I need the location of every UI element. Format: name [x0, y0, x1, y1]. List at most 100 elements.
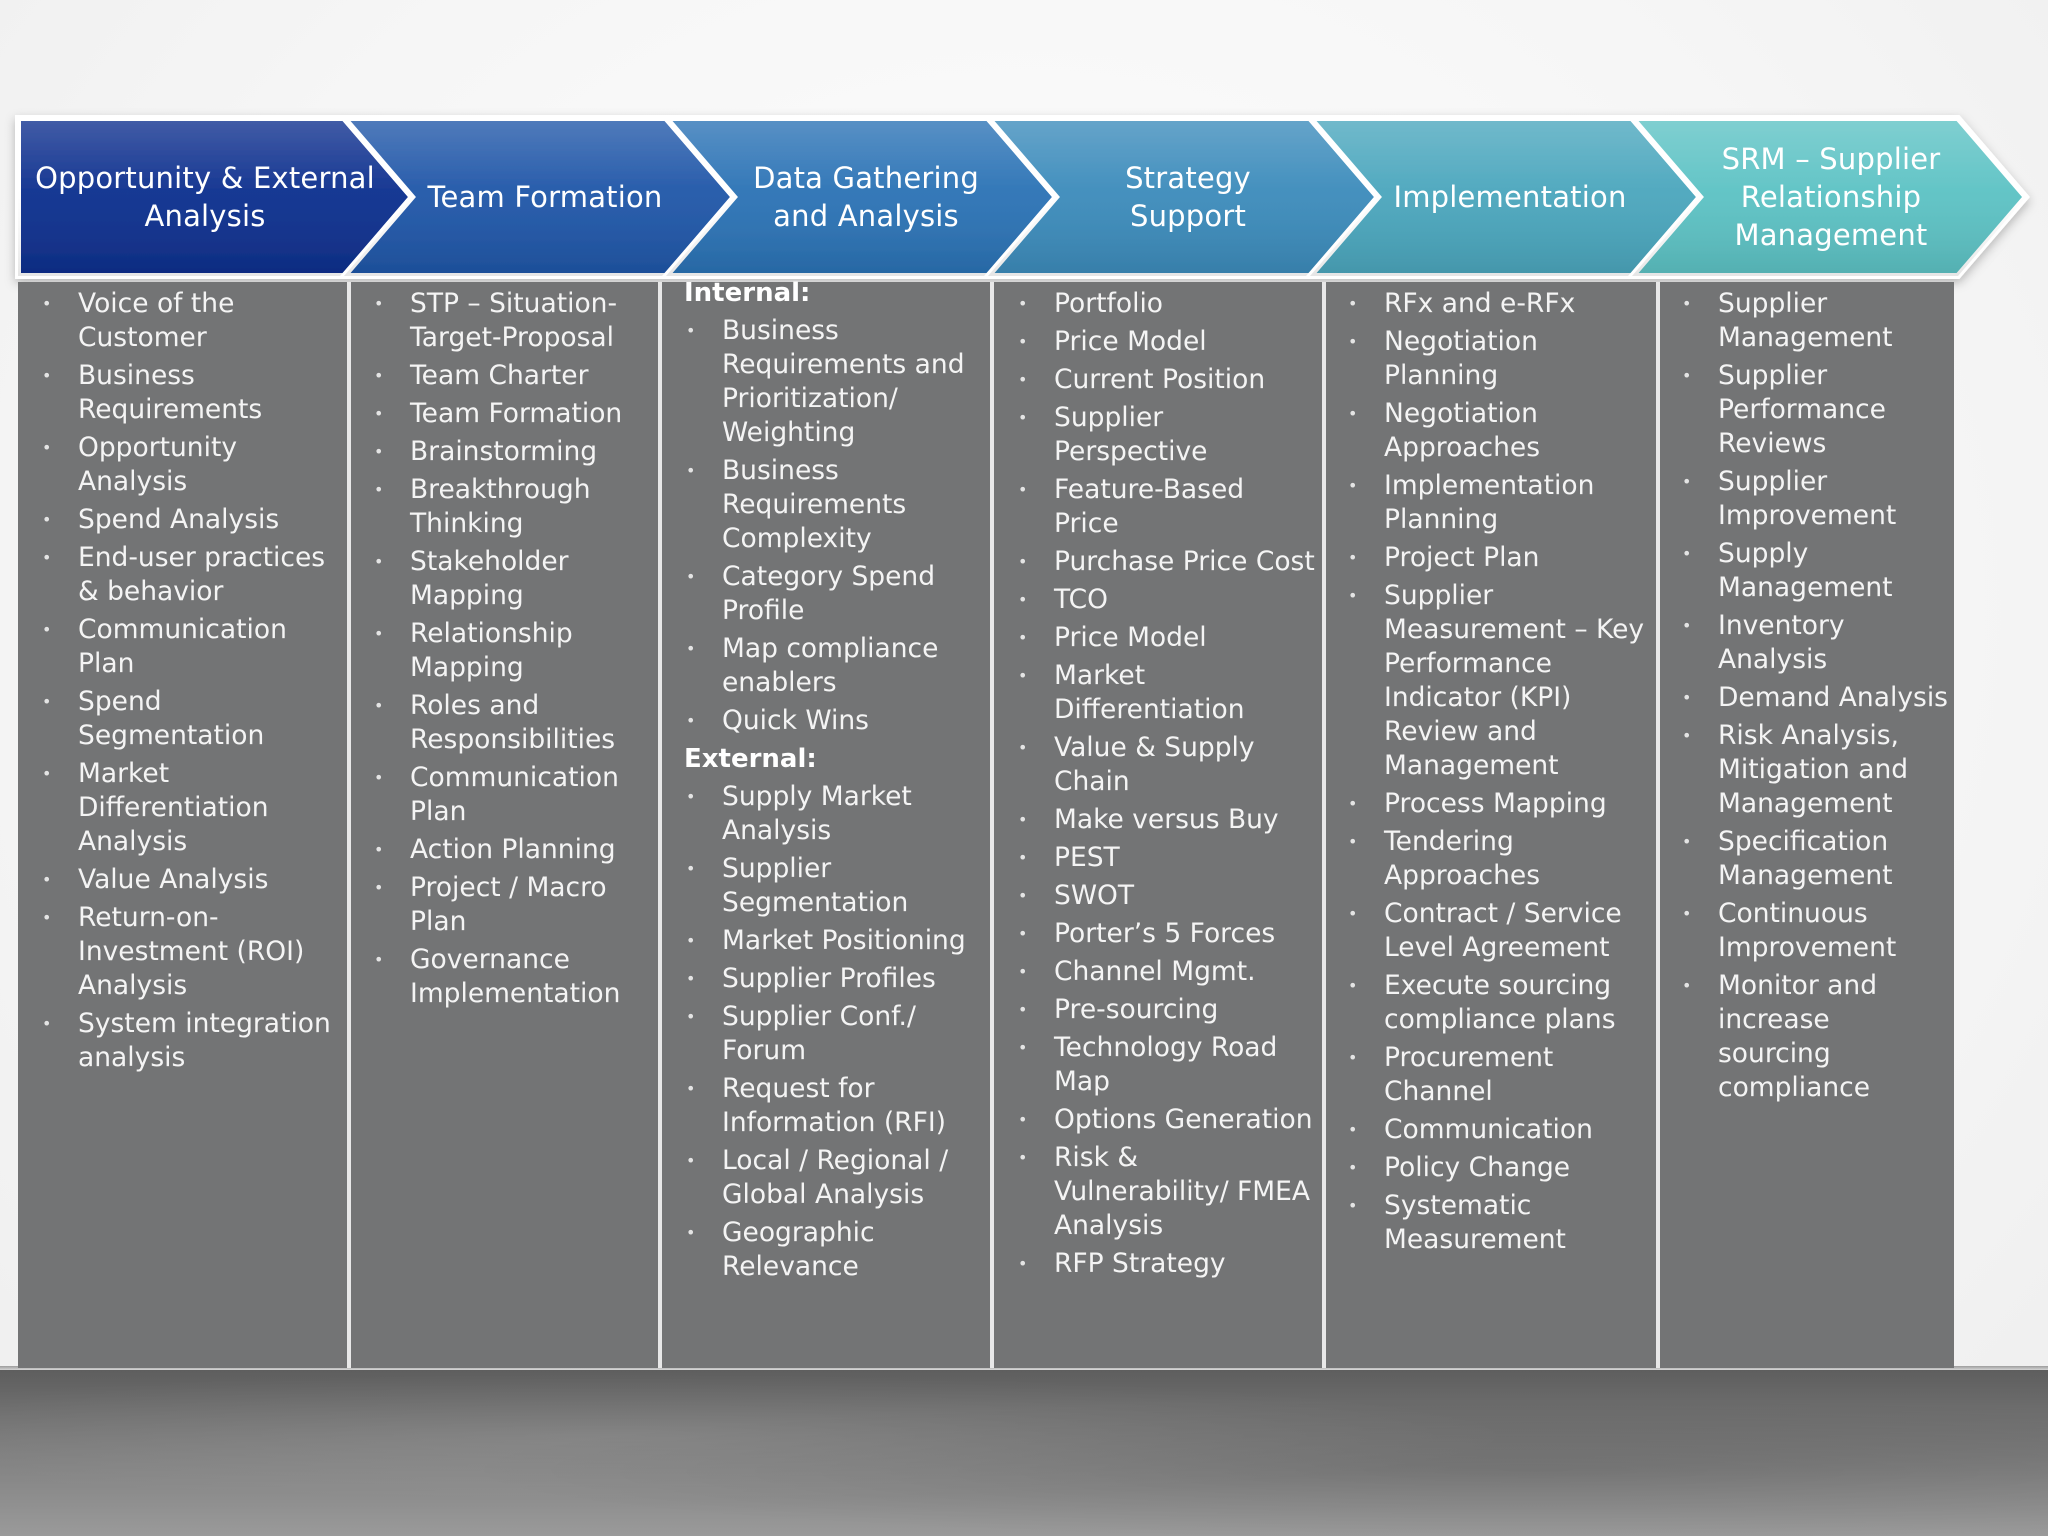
list-item: Procurement Channel [1348, 1041, 1650, 1109]
column-divider [347, 282, 351, 1368]
list-item: Roles and Responsibilities [374, 689, 652, 757]
floor-texture [0, 1370, 2048, 1536]
list-item: Governance Implementation [374, 943, 652, 1011]
list-item: RFP Strategy [1018, 1247, 1316, 1281]
list-item: Value Analysis [42, 863, 342, 897]
list-item: Quick Wins [686, 704, 984, 738]
list-item: Supplier Profiles [686, 962, 984, 996]
phase-chevron-gloss [1632, 118, 2026, 276]
list-item: Business Requirements and Prioritization… [686, 314, 984, 450]
list-item: Tendering Approaches [1348, 825, 1650, 893]
list-item: Action Planning [374, 833, 652, 867]
section-heading: Internal: [684, 278, 811, 308]
list-item: Negotiation Approaches [1348, 397, 1650, 465]
list-item: Make versus Buy [1018, 803, 1316, 837]
list-item: Value & Supply Chain [1018, 731, 1316, 799]
list-item: Market Differentiation [1018, 659, 1316, 727]
list-item: Technology Road Map [1018, 1031, 1316, 1099]
list-item: Feature-Based Price [1018, 473, 1316, 541]
list-item: Portfolio [1018, 287, 1316, 321]
list-item: Systematic Measurement [1348, 1189, 1650, 1257]
phase-title-strategy-support: Strategy Support [1125, 161, 1251, 233]
list-item: Relationship Mapping [374, 617, 652, 685]
list-item: Communication Plan [374, 761, 652, 829]
floor-shadow [0, 1366, 2048, 1372]
list-data-gathering-internal: Business Requirements and Prioritization… [686, 314, 984, 738]
list-item: Market Differentiation Analysis [42, 757, 342, 859]
list-item: Supplier Segmentation [686, 852, 984, 920]
list-item: Opportunity Analysis [42, 431, 342, 499]
list-team-formation: STP – Situation-Target-ProposalTeam Char… [374, 287, 652, 1011]
list-item: Current Position [1018, 363, 1316, 397]
list-item: Porter’s 5 Forces [1018, 917, 1316, 951]
phase-chevron-gloss [1310, 118, 1700, 276]
list-item: Process Mapping [1348, 787, 1650, 821]
column-divider [658, 282, 662, 1368]
list-item: Geographic Relevance [686, 1216, 984, 1284]
list-item: Demand Analysis [1682, 681, 1948, 715]
list-item: Supply Management [1682, 537, 1948, 605]
list-item: Communication Plan [42, 613, 342, 681]
phase-chevron-gloss [666, 118, 1056, 276]
list-item: Policy Change [1348, 1151, 1650, 1185]
list-item: Risk Analysis, Mitigation and Management [1682, 719, 1948, 821]
list-item: Brainstorming [374, 435, 652, 469]
process-chevron-band [15, 115, 2030, 279]
list-item: Business Requirements Complexity [686, 454, 984, 556]
list-item: Communication [1348, 1113, 1650, 1147]
column-divider [1322, 282, 1326, 1368]
list-item: Supply Market Analysis [686, 780, 984, 848]
list-item: Local / Regional / Global Analysis [686, 1144, 984, 1212]
column-divider [990, 282, 994, 1368]
list-item: Options Generation [1018, 1103, 1316, 1137]
list-item: Implementation Planning [1348, 469, 1650, 537]
list-item: Request for Information (RFI) [686, 1072, 984, 1140]
column-divider [1656, 282, 1660, 1368]
column-team-formation: STP – Situation-Target-ProposalTeam Char… [350, 282, 658, 1368]
list-item: Specification Management [1682, 825, 1948, 893]
list-item: Breakthrough Thinking [374, 473, 652, 541]
phase-title-data-gathering: Data Gathering and Analysis [753, 161, 979, 233]
list-item: Return-on-Investment (ROI) Analysis [42, 901, 342, 1003]
phase-chevron-gloss [344, 118, 734, 276]
list-opportunity: Voice of the CustomerBusiness Requiremen… [42, 287, 342, 1075]
list-item: Continuous Improvement [1682, 897, 1948, 965]
list-item: Price Model [1018, 325, 1316, 359]
list-item: Business Requirements [42, 359, 342, 427]
column-strategy-support: PortfolioPrice ModelCurrent PositionSupp… [994, 282, 1322, 1368]
list-item: Spend Segmentation [42, 685, 342, 753]
list-item: STP – Situation-Target-Proposal [374, 287, 652, 355]
list-item: Project / Macro Plan [374, 871, 652, 939]
list-item: Contract / Service Level Agreement [1348, 897, 1650, 965]
list-item: Market Positioning [686, 924, 984, 958]
list-item: TCO [1018, 583, 1316, 617]
list-item: Team Formation [374, 397, 652, 431]
list-item: Monitor and increase sourcing compliance [1682, 969, 1948, 1105]
phase-title-opportunity: Opportunity & External Analysis [35, 161, 375, 233]
list-item: SWOT [1018, 879, 1316, 913]
list-item: Inventory Analysis [1682, 609, 1948, 677]
list-item: PEST [1018, 841, 1316, 875]
phase-chevron-gloss [988, 118, 1378, 276]
list-srm: Supplier ManagementSupplier Performance … [1682, 287, 1948, 1105]
list-item: Category Spend Profile [686, 560, 984, 628]
list-item: Map compliance enablers [686, 632, 984, 700]
column-data-gathering: Internal: Business Requirements and Prior… [662, 278, 990, 1368]
column-srm: Supplier ManagementSupplier Performance … [1660, 282, 1954, 1368]
list-data-gathering-external: Supply Market AnalysisSupplier Segmentat… [686, 780, 984, 1284]
list-item: Supplier Measurement – Key Performance I… [1348, 579, 1650, 783]
section-heading: External: [684, 744, 817, 774]
phase-title-srm: SRM – Supplier Relationship Management [1721, 142, 1941, 252]
phase-title-implementation: Implementation [1393, 180, 1627, 214]
list-item: Channel Mgmt. [1018, 955, 1316, 989]
phase-title-team-formation: Team Formation [427, 180, 663, 214]
list-item: Spend Analysis [42, 503, 342, 537]
phase-chevron-gloss [18, 118, 412, 276]
column-opportunity: Voice of the CustomerBusiness Requiremen… [18, 282, 348, 1368]
list-item: Risk & Vulnerability/ FMEA Analysis [1018, 1141, 1316, 1243]
list-item: Supplier Perspective [1018, 401, 1316, 469]
list-item: Supplier Performance Reviews [1682, 359, 1948, 461]
list-item: Negotiation Planning [1348, 325, 1650, 393]
list-item: Project Plan [1348, 541, 1650, 575]
list-item: Supplier Management [1682, 287, 1948, 355]
